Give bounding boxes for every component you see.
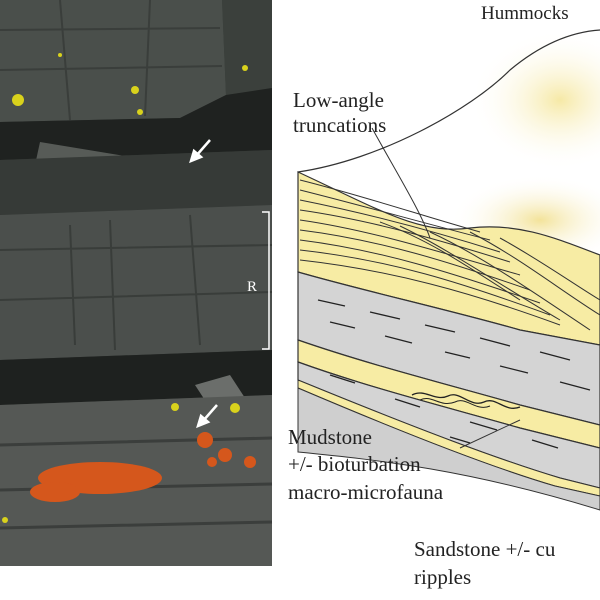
arrow-lower <box>196 404 218 429</box>
mudstone-label-line3: macro-microfauna <box>288 480 444 504</box>
leader-mudstone <box>459 419 521 449</box>
low-angle-label-line2: truncations <box>293 113 386 137</box>
r-bracket <box>262 211 270 350</box>
rock-bed-top <box>0 0 226 122</box>
hummock-glow <box>470 30 600 170</box>
burrow-trace <box>411 392 521 409</box>
lower-block-face <box>297 387 600 511</box>
mudstone-label-line1: Mudstone <box>288 425 372 449</box>
low-angle-label-line1: Low-angle <box>293 88 384 112</box>
block-diagram <box>297 29 600 511</box>
sandstone-label-line2: ripples <box>414 565 471 589</box>
lichen-yellow <box>2 53 248 523</box>
laminae <box>299 179 600 331</box>
lichen-orange <box>30 432 256 502</box>
mudstone-label-line2: +/- bioturbation <box>288 452 421 476</box>
top-surface-outline <box>297 29 600 173</box>
sandstone-label-line1: Sandstone +/- cu <box>414 537 556 561</box>
arrow-upper <box>189 139 211 164</box>
mud-dashes <box>317 299 591 391</box>
rock-bed-middle <box>0 205 272 360</box>
outcrop-photo: R <box>0 0 273 566</box>
r-label: R <box>247 279 257 295</box>
hummocks-label: Hummocks <box>481 3 569 24</box>
leader-low-angle <box>371 127 431 239</box>
